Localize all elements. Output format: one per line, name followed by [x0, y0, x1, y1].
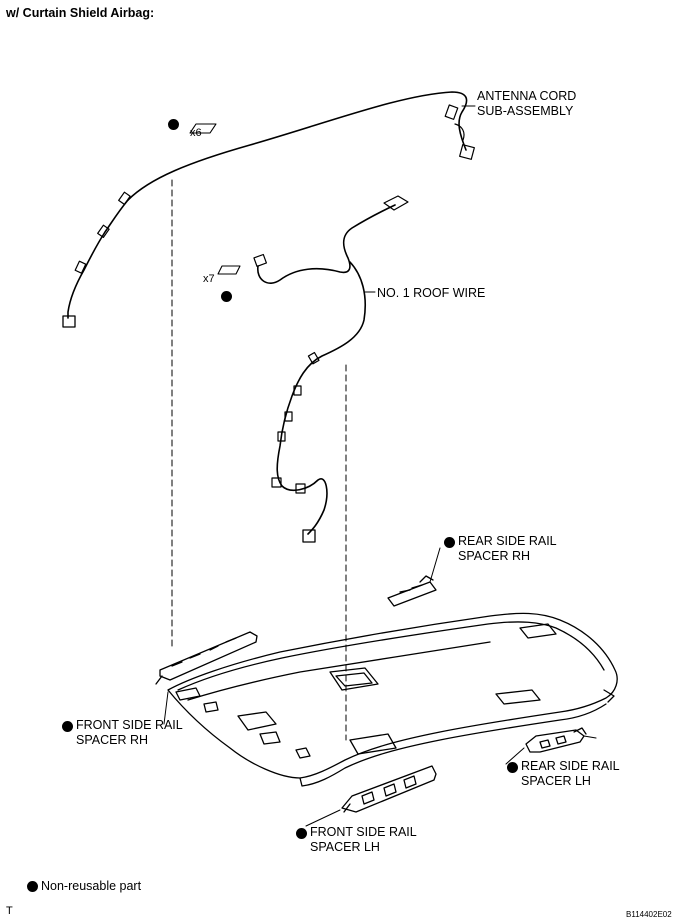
non-reusable-marker [507, 762, 518, 773]
front-rh-label-line2: SPACER RH [76, 733, 149, 747]
front-side-rail-spacer-rh-part [155, 631, 258, 685]
roof-headliner [167, 612, 618, 787]
front-lh-label-line2: SPACER LH [310, 840, 380, 854]
roof-wire-clip-count: x7 [203, 273, 215, 285]
rear-lh-label-line2: SPACER LH [521, 774, 591, 788]
non-reusable-marker [296, 828, 307, 839]
non-reusable-marker [221, 291, 232, 302]
antenna-cord-label-line1: ANTENNA CORD [477, 89, 577, 103]
antenna-cord-sub-assembly [62, 91, 476, 328]
front-side-rail-spacer-lh-label: FRONT SIDE RAIL SPACER LH [310, 825, 417, 855]
front-rh-label-line1: FRONT SIDE RAIL [76, 718, 183, 732]
clip-icon [189, 123, 217, 134]
front-lh-label-line1: FRONT SIDE RAIL [310, 825, 417, 839]
non-reusable-marker [168, 119, 179, 130]
non-reusable-marker [444, 537, 455, 548]
non-reusable-marker [62, 721, 73, 732]
no1-roof-wire [253, 195, 409, 543]
front-side-rail-spacer-rh-label: FRONT SIDE RAIL SPACER RH [76, 718, 183, 748]
diagram-title: w/ Curtain Shield Airbag: [6, 6, 155, 20]
legend-non-reusable: Non-reusable part [41, 879, 142, 893]
rear-rh-label-line1: REAR SIDE RAIL [458, 534, 557, 548]
rear-side-rail-spacer-lh-part [525, 727, 597, 753]
rear-rh-label-line2: SPACER RH [458, 549, 531, 563]
legend-marker [27, 881, 38, 892]
antenna-cord-label: ANTENNA CORD SUB-ASSEMBLY [477, 89, 576, 119]
rear-side-rail-spacer-rh-label: REAR SIDE RAIL SPACER RH [458, 534, 557, 564]
rear-lh-label-line1: REAR SIDE RAIL [521, 759, 620, 773]
corner-mark: T [6, 905, 13, 917]
rear-side-rail-spacer-rh-part [387, 575, 437, 607]
antenna-cord-label-line2: SUB-ASSEMBLY [477, 104, 574, 118]
rear-side-rail-spacer-lh-label: REAR SIDE RAIL SPACER LH [521, 759, 620, 789]
clip-icon [217, 265, 241, 275]
figure-code: B114402E02 [626, 910, 672, 919]
front-side-rail-spacer-lh-part [341, 765, 437, 813]
roof-wire-label: NO. 1 ROOF WIRE [377, 286, 486, 300]
antenna-clip-count: x6 [190, 127, 202, 139]
